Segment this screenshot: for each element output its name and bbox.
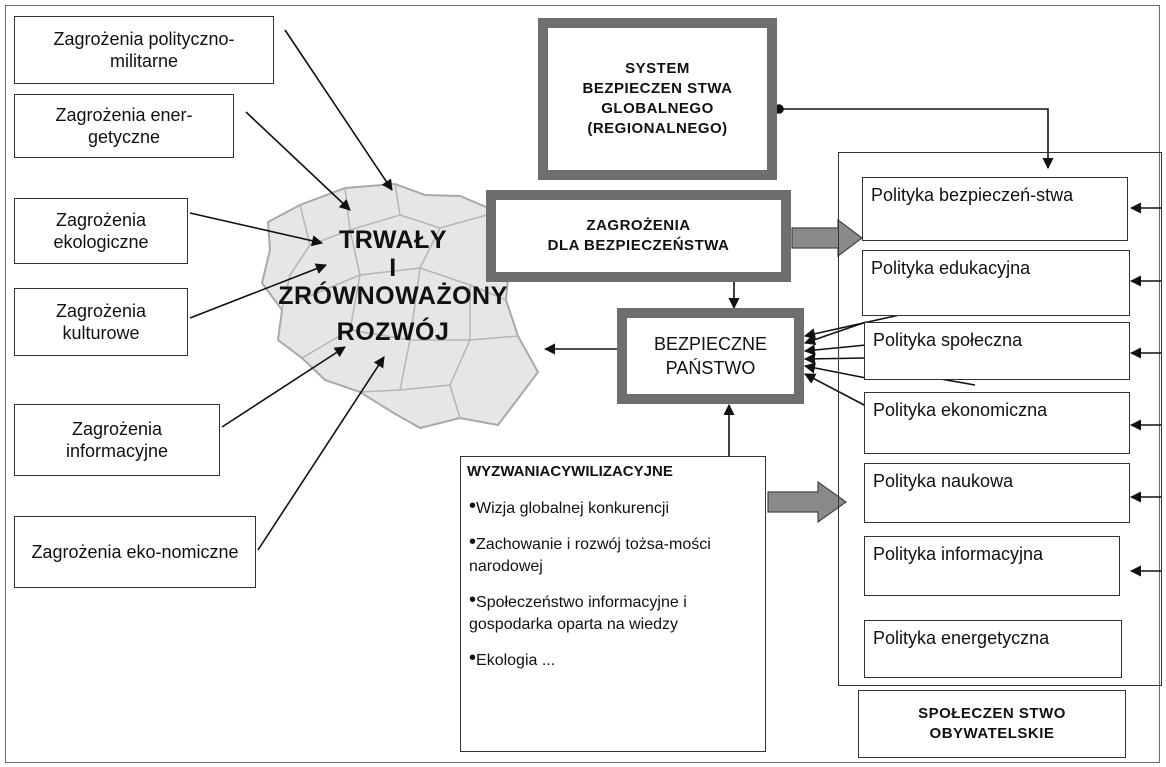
policy-label: Polityka społeczna: [873, 330, 1023, 350]
bullet-icon: •: [469, 589, 477, 611]
safe-state-box: BEZPIECZNE PAŃSTWO: [617, 308, 804, 404]
system-line-3: GLOBALNEGO: [601, 100, 714, 117]
challenge-text: Zachowanie i rozwój tożsa-mości narodowe…: [469, 536, 711, 575]
policies-frame: [838, 152, 1162, 686]
policy-spoleczna: Polityka społeczna: [864, 322, 1130, 380]
threat-ekonomiczne: Zagrożenia eko-nomiczne: [14, 516, 256, 588]
challenges-box: WYZWANIACYWILIZACYJNE •Wizja globalnej k…: [460, 456, 766, 752]
safe-state-line-2: PAŃSTWO: [665, 358, 756, 378]
policy-label: Polityka informacyjna: [873, 544, 1044, 564]
policy-informacyjna: Polityka informacyjna: [864, 536, 1120, 596]
center-line-3: ZRÓWNOWAŻONY: [278, 282, 508, 310]
arrow-informacyjne: [221, 346, 346, 428]
arrow-system-to-policies: [779, 108, 1054, 170]
civil-society-line-2: OBYWATELSKIE: [929, 725, 1055, 742]
system-line-4: (REGIONALNEGO): [587, 120, 728, 137]
policy-edukacyjna: Polityka edukacyjna: [862, 250, 1130, 316]
civil-society-line-1: SPOŁECZEN STWO: [918, 705, 1066, 722]
threat-label: Zagrożenia eko-nomiczne: [31, 542, 239, 562]
policy-naukowa: Polityka naukowa: [864, 463, 1130, 523]
system-box: SYSTEM BEZPIECZEN STWA GLOBALNEGO (REGIO…: [538, 18, 777, 180]
challenge-text: Społeczeństwo informacyjne i gospodarka …: [469, 594, 687, 633]
block-arrow-challenges-to-policies: [767, 480, 848, 524]
policy-bezpieczenstwa: Polityka bezpieczeń-stwa: [862, 177, 1128, 241]
arrow-ekonomiczne: [257, 356, 385, 551]
challenge-item: •Ekologia ...: [461, 647, 765, 672]
bullet-icon: •: [469, 531, 477, 553]
policy-label: Polityka ekonomiczna: [873, 400, 1048, 420]
policy-label: Polityka energetyczna: [873, 628, 1050, 648]
poland-map-outline: [260, 182, 540, 430]
threat-label: Zagrożenia ener-getyczne: [55, 105, 193, 147]
arrow-polityczno: [284, 29, 393, 191]
challenge-text: Ekologia ...: [476, 652, 556, 669]
diagram-frame: [5, 5, 1160, 763]
challenge-item: •Wizja globalnej konkurencji: [461, 495, 765, 520]
threat-label: Zagrożenia ekologiczne: [53, 210, 149, 252]
security-threats-line-1: ZAGROŻENIA: [586, 217, 691, 234]
threat-polityczno-militarne: Zagrożenia polityczno-militarne: [14, 16, 274, 84]
center-line-2: I: [389, 254, 397, 282]
threat-label: Zagrożenia kulturowe: [55, 301, 147, 343]
arrow-energetyczne: [245, 111, 351, 211]
safe-state-line-1: BEZPIECZNE: [653, 334, 768, 354]
system-line-2: BEZPIECZEN STWA: [582, 80, 733, 97]
challenge-item: •Społeczeństwo informacyjne i gospodarka…: [461, 589, 765, 636]
policy-energetyczna: Polityka energetyczna: [864, 620, 1122, 678]
center-line-4: ROZWÓJ: [336, 318, 450, 346]
center-line-1: TRWAŁY: [338, 226, 448, 254]
bullet-icon: •: [469, 647, 477, 669]
threat-informacyjne: Zagrożenia informacyjne: [14, 404, 220, 476]
challenges-title: WYZWANIACYWILIZACYJNE: [467, 463, 673, 480]
policy-label: Polityka naukowa: [873, 471, 1014, 491]
challenge-item: •Zachowanie i rozwój tożsa-mości narodow…: [461, 531, 765, 578]
threat-kulturowe: Zagrożenia kulturowe: [14, 288, 188, 356]
threat-energetyczne: Zagrożenia ener-getyczne: [14, 94, 234, 158]
arrow-ekologiczne: [189, 212, 324, 247]
bullet-icon: •: [469, 495, 477, 517]
threat-label: Zagrożenia informacyjne: [65, 419, 169, 461]
civil-society-box: SPOŁECZEN STWO OBYWATELSKIE: [858, 690, 1126, 758]
policy-label: Polityka edukacyjna: [871, 258, 1031, 278]
threat-ekologiczne: Zagrożenia ekologiczne: [14, 198, 188, 264]
challenge-text: Wizja globalnej konkurencji: [476, 500, 669, 517]
policy-ekonomiczna: Polityka ekonomiczna: [864, 392, 1130, 454]
center-title: TRWAŁY I ZRÓWNOWAŻONY ROZWÓJ: [262, 222, 524, 350]
threat-label: Zagrożenia polityczno-militarne: [53, 29, 235, 71]
arrow-kulturowe: [189, 263, 328, 319]
policy-label: Polityka bezpieczeń-stwa: [871, 185, 1074, 205]
system-line-1: SYSTEM: [625, 60, 690, 77]
security-threats-line-2: DLA BEZPIECZEŃSTWA: [547, 237, 730, 254]
security-threats-box: ZAGROŻENIA DLA BEZPIECZEŃSTWA: [486, 190, 791, 282]
